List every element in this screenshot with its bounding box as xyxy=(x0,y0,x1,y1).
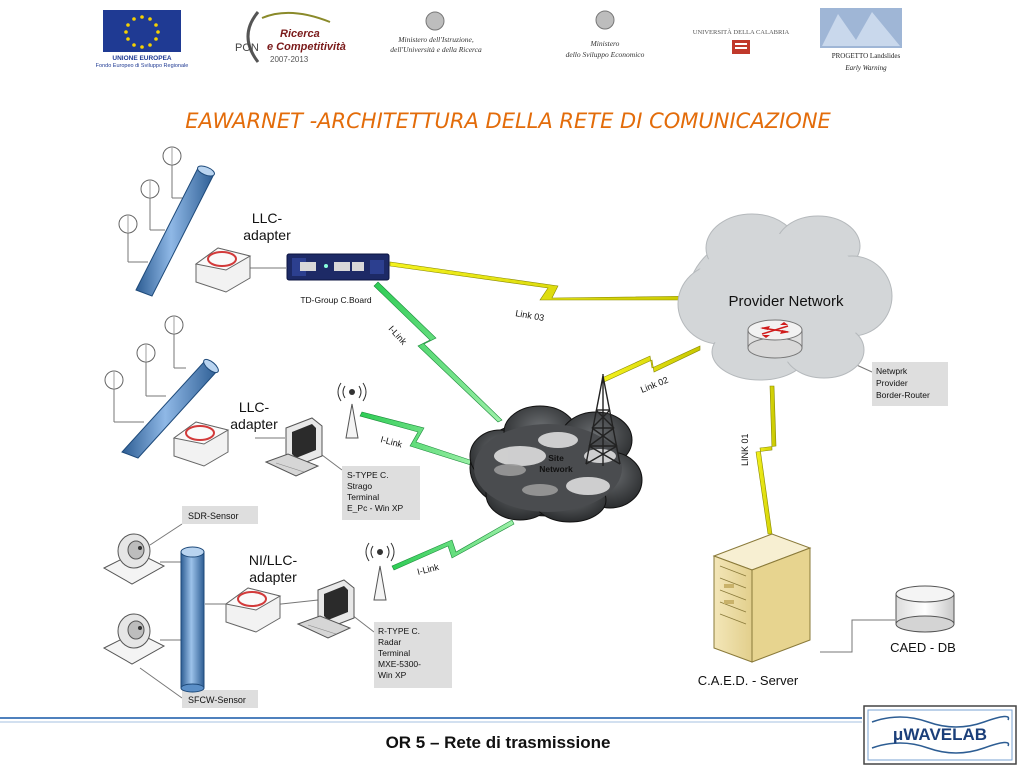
td-group-board xyxy=(286,253,390,281)
radio-tower xyxy=(585,374,621,466)
llc-adapter-1-label-l1: LLC- xyxy=(252,210,283,226)
stype-terminal-box: S-TYPE C. Strago Terminal E_Pc - Win XP xyxy=(342,466,420,520)
rtype-line5: Win XP xyxy=(378,670,407,680)
td-group-label: TD-Group C.Board xyxy=(300,295,372,305)
mse-logo-line1: Ministero xyxy=(590,39,620,48)
pon-logo-line1: Ricerca xyxy=(280,28,320,40)
unical-logo: UNIVERSITÀ DELLA CALABRIA xyxy=(693,28,790,54)
sfcw-sensor-box: SFCW-Sensor xyxy=(182,690,258,708)
page-title: EAWARNET -ARCHITETTURA DELLA RETE DI COM… xyxy=(185,109,831,133)
i-link-3-label: I-Link xyxy=(416,562,440,577)
pon-logo: Ricerca PON e Competitività 2007-2013 xyxy=(235,11,346,64)
miur-logo-line2: dell'Università e della Ricerca xyxy=(390,45,482,54)
caed-server-label: C.A.E.D. - Server xyxy=(698,673,799,688)
i-link-2-label: I-Link xyxy=(379,434,403,449)
connector-sdr-label xyxy=(149,523,183,546)
footer-caption: OR 5 – Rete di trasmissione xyxy=(386,733,611,752)
link-03-label: Link 03 xyxy=(515,308,545,323)
sdr-sensor-label: SDR-Sensor xyxy=(188,511,239,521)
miur-logo-line1: Ministero dell'Istruzione, xyxy=(397,35,474,44)
link-03-bolt xyxy=(389,261,707,301)
mse-logo-line2: dello Sviluppo Economico xyxy=(566,50,645,59)
llc-adapter-2-label-l2: adapter xyxy=(230,416,278,432)
llc-adapter-2 xyxy=(172,421,230,467)
i-link-3-bolt xyxy=(391,519,515,571)
border-router xyxy=(747,319,803,359)
terminal-pc-3 xyxy=(296,579,355,639)
router-note-line3: Border-Router xyxy=(876,390,930,400)
rtype-line3: Terminal xyxy=(378,648,410,658)
router-note-box: Netwprk Provider Border-Router xyxy=(872,362,948,406)
unical-logo-text: UNIVERSITÀ DELLA CALABRIA xyxy=(693,28,790,36)
pon-logo-years: 2007-2013 xyxy=(270,55,309,64)
llc-adapter-1-label-l2: adapter xyxy=(243,227,291,243)
llc-adapter-3 xyxy=(224,587,282,633)
router-note-line1: Netwprk xyxy=(876,366,908,376)
antenna-2 xyxy=(337,382,367,439)
i-link-1-bolt xyxy=(373,281,503,423)
sfcw-radar-dish xyxy=(102,613,166,665)
sfcw-sensor-label: SFCW-Sensor xyxy=(188,695,246,705)
link-02-bolt xyxy=(601,345,701,383)
pon-logo-line2: e Competitività xyxy=(267,41,346,53)
caed-server xyxy=(712,533,812,663)
llc-adapter-1 xyxy=(194,247,252,293)
caed-database xyxy=(895,585,955,633)
wavelab-logo: μWAVELAB xyxy=(863,705,1017,765)
rtype-line4: MXE-5300- xyxy=(378,659,421,669)
link-01-label: LINK 01 xyxy=(740,433,750,466)
borehole-pipe-3 xyxy=(180,546,205,693)
wavelab-logo-text: μWAVELAB xyxy=(893,725,987,744)
rtype-line2: Radar xyxy=(378,637,401,647)
i-link-1-label: I-Link xyxy=(387,324,409,347)
site-network-cloud xyxy=(469,405,643,523)
llc-adapter-2-label-l1: LLC- xyxy=(239,399,270,415)
project-logo: PROGETTO Landslides Early Warning xyxy=(820,8,902,72)
llc-adapter-3-label-l2: adapter xyxy=(249,569,297,585)
terminal-pc-2 xyxy=(264,417,323,477)
eu-logo-line2: Fondo Europeo di Sviluppo Regionale xyxy=(96,63,189,69)
antenna-3 xyxy=(365,542,395,601)
rtype-line1: R-TYPE C. xyxy=(378,626,420,636)
connector-pc-rtype xyxy=(351,614,375,633)
site-network-label-l1: Site xyxy=(548,453,564,463)
borehole-pipe-1 xyxy=(135,165,215,297)
link-01-bolt xyxy=(755,385,777,535)
sensor-string-2 xyxy=(104,315,219,459)
pon-logo-pon: PON xyxy=(235,42,259,54)
mse-logo: Ministero dello Sviluppo Economico xyxy=(566,10,645,59)
caed-db-label: CAED - DB xyxy=(890,640,956,655)
connector-sfcw-label xyxy=(139,667,183,699)
miur-logo: Ministero dell'Istruzione, dell'Universi… xyxy=(390,11,482,54)
sensor-string-1 xyxy=(118,146,215,297)
link-02-label: Link 02 xyxy=(639,375,670,395)
project-logo-line2: Early Warning xyxy=(844,64,887,72)
sdr-sensor-box: SDR-Sensor xyxy=(182,506,258,524)
borehole-pipe-2 xyxy=(121,358,219,459)
provider-network-label: Provider Network xyxy=(728,293,844,310)
project-logo-line1: PROGETTO Landslides xyxy=(832,52,901,60)
stype-line2: Strago xyxy=(347,481,372,491)
llc-adapter-3-label-l1: NI/LLC- xyxy=(249,552,298,568)
router-note-line2: Provider xyxy=(876,378,908,388)
sdr-radar-dish xyxy=(102,533,166,585)
eu-logo: UNIONE EUROPEA Fondo Europeo di Sviluppo… xyxy=(96,10,189,69)
connector-server-db xyxy=(820,619,895,653)
stype-line4: E_Pc - Win XP xyxy=(347,503,404,513)
rtype-terminal-box: R-TYPE C. Radar Terminal MXE-5300- Win X… xyxy=(374,622,452,688)
site-network-label-l2: Network xyxy=(539,464,573,474)
eu-logo-line1: UNIONE EUROPEA xyxy=(112,55,172,62)
i-link-2-bolt xyxy=(359,411,477,467)
stype-line1: S-TYPE C. xyxy=(347,470,389,480)
stype-line3: Terminal xyxy=(347,492,379,502)
